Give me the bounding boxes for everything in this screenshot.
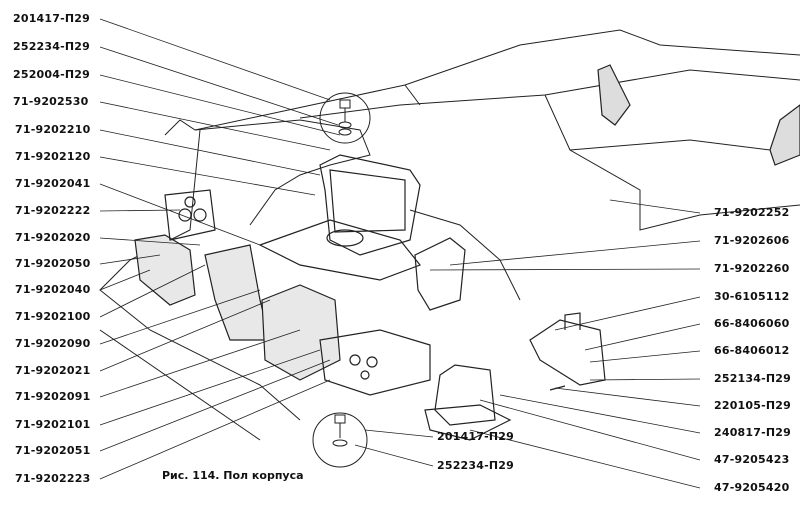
part-label-left: 201417-П29 <box>13 12 91 25</box>
floor-panels <box>134 189 431 396</box>
bottom-label: 201417-П29 <box>437 430 515 443</box>
leader-line <box>99 46 339 126</box>
leader-line <box>99 299 271 372</box>
leader-line <box>99 18 331 101</box>
part-label-left: 71-9202040 <box>15 283 91 296</box>
part-label-right: 66-8406060 <box>714 317 790 330</box>
leader-line <box>99 264 206 318</box>
leader-line <box>99 329 301 398</box>
leader-line <box>99 254 161 265</box>
leader-line <box>99 237 201 246</box>
figure-caption: Рис. 114. Пол корпуса <box>162 469 304 482</box>
leader-line <box>469 429 701 489</box>
leader-line <box>99 359 331 452</box>
leader-line <box>429 268 701 271</box>
part-label-right: 47-9205420 <box>714 481 790 494</box>
leader-line <box>99 379 331 480</box>
part-label-left: 71-9202223 <box>15 472 91 485</box>
part-label-right: 240817-П29 <box>714 426 792 439</box>
leader-line <box>554 296 701 331</box>
bolt-detail-top <box>319 92 371 144</box>
part-label-left: 71-9202210 <box>15 123 91 136</box>
part-label-right: 71-9202606 <box>714 234 790 247</box>
bottom-label: 252234-П29 <box>437 459 515 472</box>
part-label-left: 71-9202041 <box>15 177 91 190</box>
part-label-right: 66-8406012 <box>714 344 790 357</box>
leader-line <box>99 349 321 426</box>
leader-line <box>99 289 261 345</box>
leader-line <box>499 394 701 434</box>
leader-line <box>609 199 701 214</box>
leader-line <box>99 74 341 136</box>
leader-line <box>589 350 701 363</box>
leader-line <box>99 269 151 291</box>
leader-line <box>589 378 701 381</box>
part-label-left: 71-9202100 <box>15 310 91 323</box>
part-label-right: 30-6105112 <box>714 290 790 303</box>
leader-line <box>99 183 261 246</box>
leader-line <box>479 399 701 461</box>
leader-line <box>354 444 434 467</box>
part-label-right: 252134-П29 <box>714 372 792 385</box>
leader-line <box>99 156 316 196</box>
leader-line <box>99 209 181 212</box>
part-label-left: 71-9202120 <box>15 150 91 163</box>
leader-line <box>99 101 331 151</box>
part-label-right: 71-9202260 <box>714 262 790 275</box>
part-label-right: 47-9205423 <box>714 453 790 466</box>
part-label-left: 71-9202101 <box>15 418 91 431</box>
leader-line <box>99 129 321 176</box>
leader-line <box>554 387 701 407</box>
leader-line <box>584 323 701 351</box>
part-label-left: 71-9202222 <box>15 204 91 217</box>
part-label-left: 252004-П29 <box>13 68 91 81</box>
part-label-left: 252234-П29 <box>13 40 91 53</box>
bolt-detail-bottom <box>312 412 368 468</box>
part-label-left: 71-9202020 <box>15 231 91 244</box>
part-label-right: 220105-П29 <box>714 399 792 412</box>
seat-box <box>258 154 421 281</box>
part-label-left: 71-9202091 <box>15 390 91 403</box>
leader-line <box>449 240 701 266</box>
part-label-left: 71-9202090 <box>15 337 91 350</box>
part-label-left: 71-9202021 <box>15 364 91 377</box>
part-label-right: 71-9202252 <box>714 206 790 219</box>
hull-outline <box>99 29 800 441</box>
part-label-left: 71-9202530 <box>13 95 89 108</box>
part-label-left: 71-9202051 <box>15 444 91 457</box>
leader-line <box>364 429 434 438</box>
leader-lines <box>99 18 701 489</box>
part-label-left: 71-9202050 <box>15 257 91 270</box>
